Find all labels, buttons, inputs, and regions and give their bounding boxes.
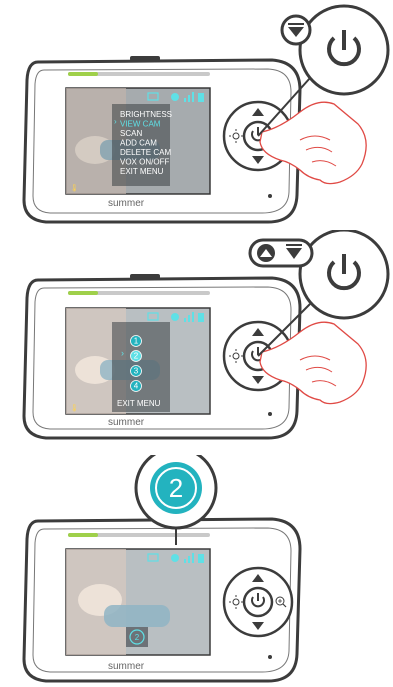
menu-item[interactable]: EXIT MENU — [120, 167, 164, 176]
camera-number-label: 3 — [134, 367, 139, 376]
brand-logo: summer — [108, 417, 145, 428]
camera-number-label: 4 — [134, 382, 139, 391]
monitor-screen: 2 — [66, 549, 210, 655]
menu-selector-arrow: › — [121, 348, 124, 358]
battery-icon — [198, 93, 204, 102]
camera-number-text: 2 — [169, 473, 183, 503]
camera-badge-number: 2 — [135, 633, 140, 642]
battery-icon — [198, 554, 204, 563]
vox-status-icon — [171, 554, 179, 562]
menu-item[interactable]: VOX ON/OFF — [120, 158, 169, 167]
menu-selector-arrow: › — [114, 117, 117, 126]
step-3-panel: 2 summer — [0, 455, 393, 687]
top-button[interactable] — [130, 56, 160, 61]
menu-item[interactable]: ADD CAM — [120, 139, 157, 148]
vox-status-icon — [171, 93, 179, 101]
temperature-icon: 🌡 — [70, 404, 79, 412]
camera-number-label: 2 — [134, 352, 139, 361]
monitor-screen: 🌡 › 1 2 3 4 EXIT MENU — [66, 308, 210, 414]
menu-item[interactable]: SCAN — [120, 129, 142, 138]
battery-icon — [198, 313, 204, 322]
temperature-icon: 🌡 — [70, 184, 79, 192]
vox-status-icon — [171, 313, 179, 321]
exit-menu-label[interactable]: EXIT MENU — [117, 399, 161, 408]
camera-number-label: 1 — [134, 337, 139, 346]
menu-item[interactable]: DELETE CAM — [120, 148, 171, 157]
menu-item[interactable]: VIEW CAM — [120, 120, 161, 129]
menu-item[interactable]: BRIGHTNESS — [120, 110, 172, 119]
top-button[interactable] — [130, 274, 160, 279]
step-2-panel: 🌡 › 1 2 3 4 EXIT MENU summer — [0, 230, 393, 455]
brand-logo: summer — [108, 661, 145, 672]
brand-logo: summer — [108, 198, 145, 209]
